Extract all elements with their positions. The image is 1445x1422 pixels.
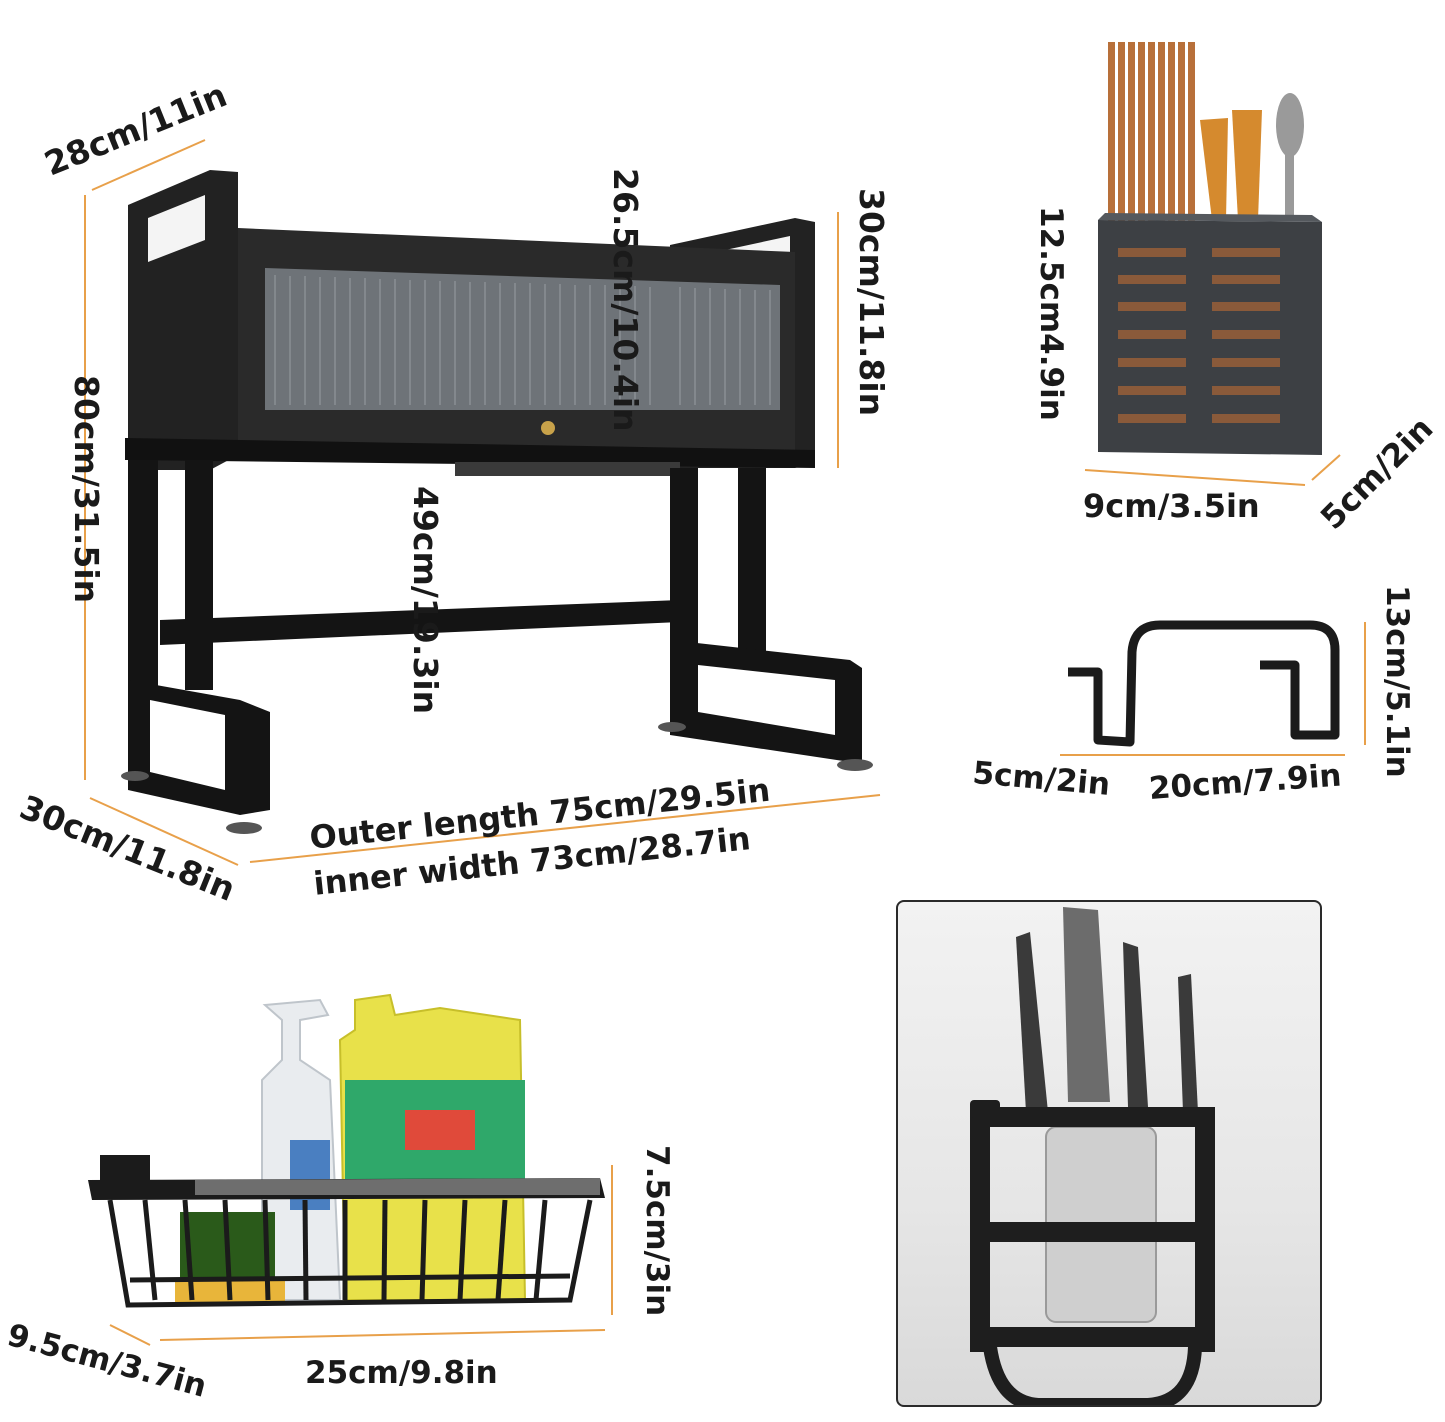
- clearance-height-label: 49cm/19.3in: [406, 486, 445, 715]
- basket-drawing: [88, 993, 605, 1308]
- cabinet-height-label: 30cm/11.8in: [852, 188, 891, 417]
- rack-height-label: 80cm/31.5in: [67, 375, 106, 604]
- knife-holder-icon: [970, 907, 1215, 1405]
- hook-height-label: 13cm/5.1in: [1379, 585, 1415, 778]
- dimension-lines: [84, 139, 1366, 1346]
- rack-frame: [121, 170, 873, 834]
- basket-height-label: 7.5cm/3in: [639, 1145, 675, 1317]
- cabinet-knob: [541, 421, 555, 435]
- hook-drawing: [1068, 620, 1340, 747]
- basket-length-label: 25cm/9.8in: [305, 1355, 498, 1391]
- cabinet-slats: [274, 275, 771, 405]
- knife-holder-photo: [896, 900, 1322, 1407]
- utensil-holder-drawing: [1098, 42, 1322, 455]
- cabinet-inner-height-label: 26.5cm/10.4in: [606, 168, 645, 432]
- utensil-width-label: 9cm/3.5in: [1083, 487, 1260, 525]
- utensil-height-label: 12.5cm4.9in: [1033, 206, 1069, 421]
